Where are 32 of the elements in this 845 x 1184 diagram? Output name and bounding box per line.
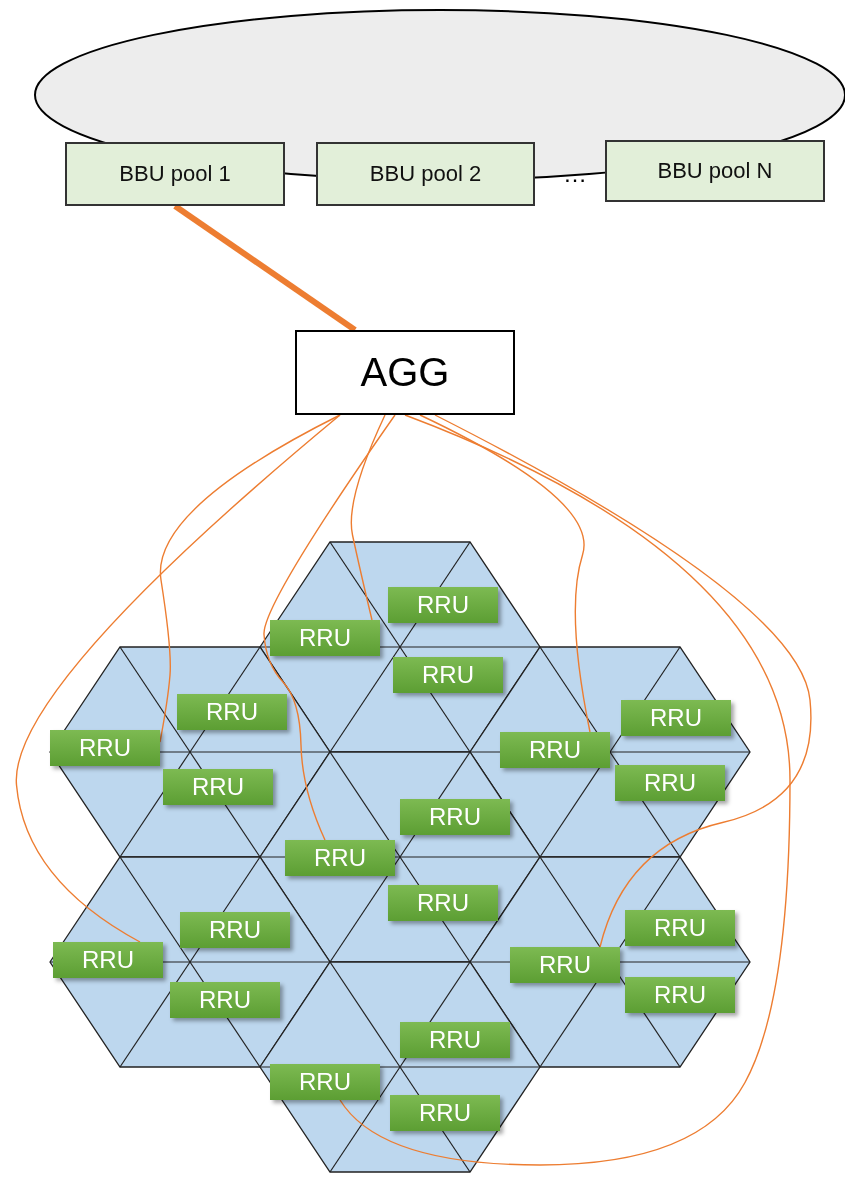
pool-box: BBU pool N xyxy=(605,140,825,202)
aggregator-box: AGG xyxy=(295,330,515,415)
connector-line xyxy=(339,414,791,1166)
connector-line xyxy=(15,414,341,943)
radio-unit-box: RRU xyxy=(625,910,735,946)
connector-line xyxy=(263,414,396,841)
radio-unit-box: RRU xyxy=(50,730,160,766)
radio-unit-box: RRU xyxy=(177,694,287,730)
radio-unit-box: RRU xyxy=(400,799,510,835)
radio-unit-box: RRU xyxy=(170,982,280,1018)
ellipsis-text: … xyxy=(563,160,587,188)
radio-unit-box: RRU xyxy=(393,657,503,693)
radio-unit-box: RRU xyxy=(510,947,620,983)
radio-unit-box: RRU xyxy=(400,1022,510,1058)
radio-unit-box: RRU xyxy=(285,840,395,876)
radio-unit-box: RRU xyxy=(388,885,498,921)
radio-unit-box: RRU xyxy=(621,700,731,736)
connector-line xyxy=(419,414,591,733)
connector-line xyxy=(434,414,812,948)
radio-unit-box: RRU xyxy=(53,942,163,978)
radio-unit-box: RRU xyxy=(388,587,498,623)
radio-unit-box: RRU xyxy=(270,620,380,656)
radio-unit-box: RRU xyxy=(163,769,273,805)
radio-unit-box: RRU xyxy=(615,765,725,801)
radio-unit-box: RRU xyxy=(270,1064,380,1100)
pool-box: BBU pool 1 xyxy=(65,142,285,206)
pool-box: BBU pool 2 xyxy=(316,142,535,206)
radio-unit-box: RRU xyxy=(180,912,290,948)
radio-unit-box: RRU xyxy=(625,977,735,1013)
radio-unit-box: RRU xyxy=(390,1095,500,1131)
radio-unit-box: RRU xyxy=(500,732,610,768)
connector-line xyxy=(350,414,386,621)
